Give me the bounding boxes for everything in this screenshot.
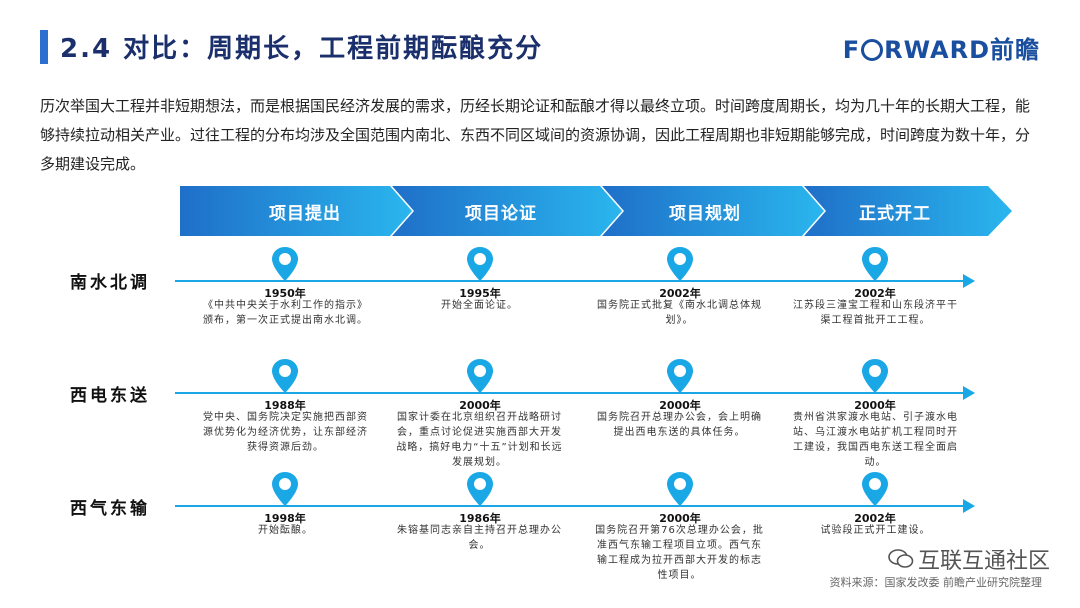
event-year: 1988年 [264,399,306,412]
community-watermark: 互联互通社区 [888,543,1050,575]
logo-ring-icon [861,39,884,61]
stage-1-label: 项目提出 [269,203,341,224]
event-description: 国务院召开总理办公会，会上明确提出西电东送的具体任务。 [597,412,762,438]
stage-chevron-2 [392,186,622,236]
event-description: 党中央、国务院决定实施把西部资源优势化为经济优势，让东部经济获得资源后劲。 [203,412,368,453]
stage-chevron-4 [804,186,1012,236]
event-year: 2000年 [659,399,701,412]
location-pin-icon [272,247,298,281]
location-pin-icon [862,247,888,281]
event-description: 开始全面论证。 [441,300,518,311]
row-label-west-east-gas: 西气东输 [70,499,150,519]
event-year: 2000年 [659,512,701,525]
event-description: 朱镕基同志亲自主持召开总理办公会。 [397,525,562,551]
stage-2: 项目论证 [416,186,586,236]
timeline-line [175,280,965,282]
location-pin-icon [272,359,298,393]
timeline-arrow-icon [963,274,975,288]
logo-suffix: RWARD前瞻 [884,36,1040,64]
stage-chevrons [180,186,1012,236]
stage-2-label: 项目论证 [465,203,537,224]
location-pin-icon [667,472,693,506]
timeline-line [175,505,965,507]
title-accent-bar [40,30,48,64]
row-label-south-north-water: 南水北调 [70,273,150,293]
event-description: 国家计委在北京组织召开战略研讨会，重点讨论促进实施西部大开发战略，搞好电力“十五… [396,412,563,468]
brand-logo: F RWARD前瞻 [843,30,1040,65]
event-year: 1995年 [459,287,501,300]
event-year: 2000年 [459,399,501,412]
event-description: 《中共中央关于水利工作的指示》颁布，第一次正式提出南水北调。 [203,300,368,326]
logo-prefix: F [842,36,861,64]
location-pin-icon [667,359,693,393]
stage-4-label: 正式开工 [859,203,931,224]
event-year: 2000年 [854,399,896,412]
stage-chevron-1 [180,186,412,236]
event-description: 国务院正式批复《南水北调总体规划》。 [597,300,762,326]
intro-paragraph: 历次举国大工程并非短期想法，而是根据国民经济发展的需求，历经长期论证和酝酿才得以… [40,97,1031,173]
stage-bar: 项目提出 项目论证 项目规划 正式开工 [180,186,1020,236]
event-description: 开始酝酿。 [258,525,313,536]
event-description: 国务院召开第76次总理办公会，批准西气东输工程项目立项。西气东输工程成为拉开西部… [595,525,764,581]
watermark-text: 互联互通社区 [917,549,1050,574]
location-pin-icon [862,472,888,506]
event-year: 2002年 [854,287,896,300]
location-pin-icon [272,472,298,506]
location-pin-icon [667,247,693,281]
location-pin-icon [467,247,493,281]
event-year: 2002年 [659,287,701,300]
event-year: 1950年 [264,287,306,300]
event-description: 江苏段三潼宝工程和山东段济平干渠工程首批开工工程。 [793,300,958,326]
event-year: 1998年 [264,512,306,525]
stage-3: 项目规划 [620,186,790,236]
row-label-west-east-power: 西电东送 [70,386,150,406]
page-title: 2.4 对比：周期长，工程前期酝酿充分 [60,34,544,64]
location-pin-icon [467,359,493,393]
timeline-line [175,392,965,394]
event-year: 2002年 [854,512,896,525]
stage-chevron-3 [602,186,824,236]
chat-bubbles-icon [888,549,914,568]
timeline-arrow-icon [963,386,975,400]
event-year: 1986年 [459,512,501,525]
source-note: 资料来源：国家发改委 前瞻产业研究院整理 [829,576,1043,589]
location-pin-icon [467,472,493,506]
timeline-arrow-icon [963,499,975,513]
event-description: 贵州省洪家渡水电站、引子渡水电站、乌江渡水电站扩机工程同时开工建设，我国西电东送… [793,412,958,468]
location-pin-icon [862,359,888,393]
event-description: 试验段正式开工建设。 [820,525,931,536]
stage-4: 正式开工 [810,186,980,236]
stage-3-label: 项目规划 [669,203,741,224]
stage-1: 项目提出 [220,186,390,236]
